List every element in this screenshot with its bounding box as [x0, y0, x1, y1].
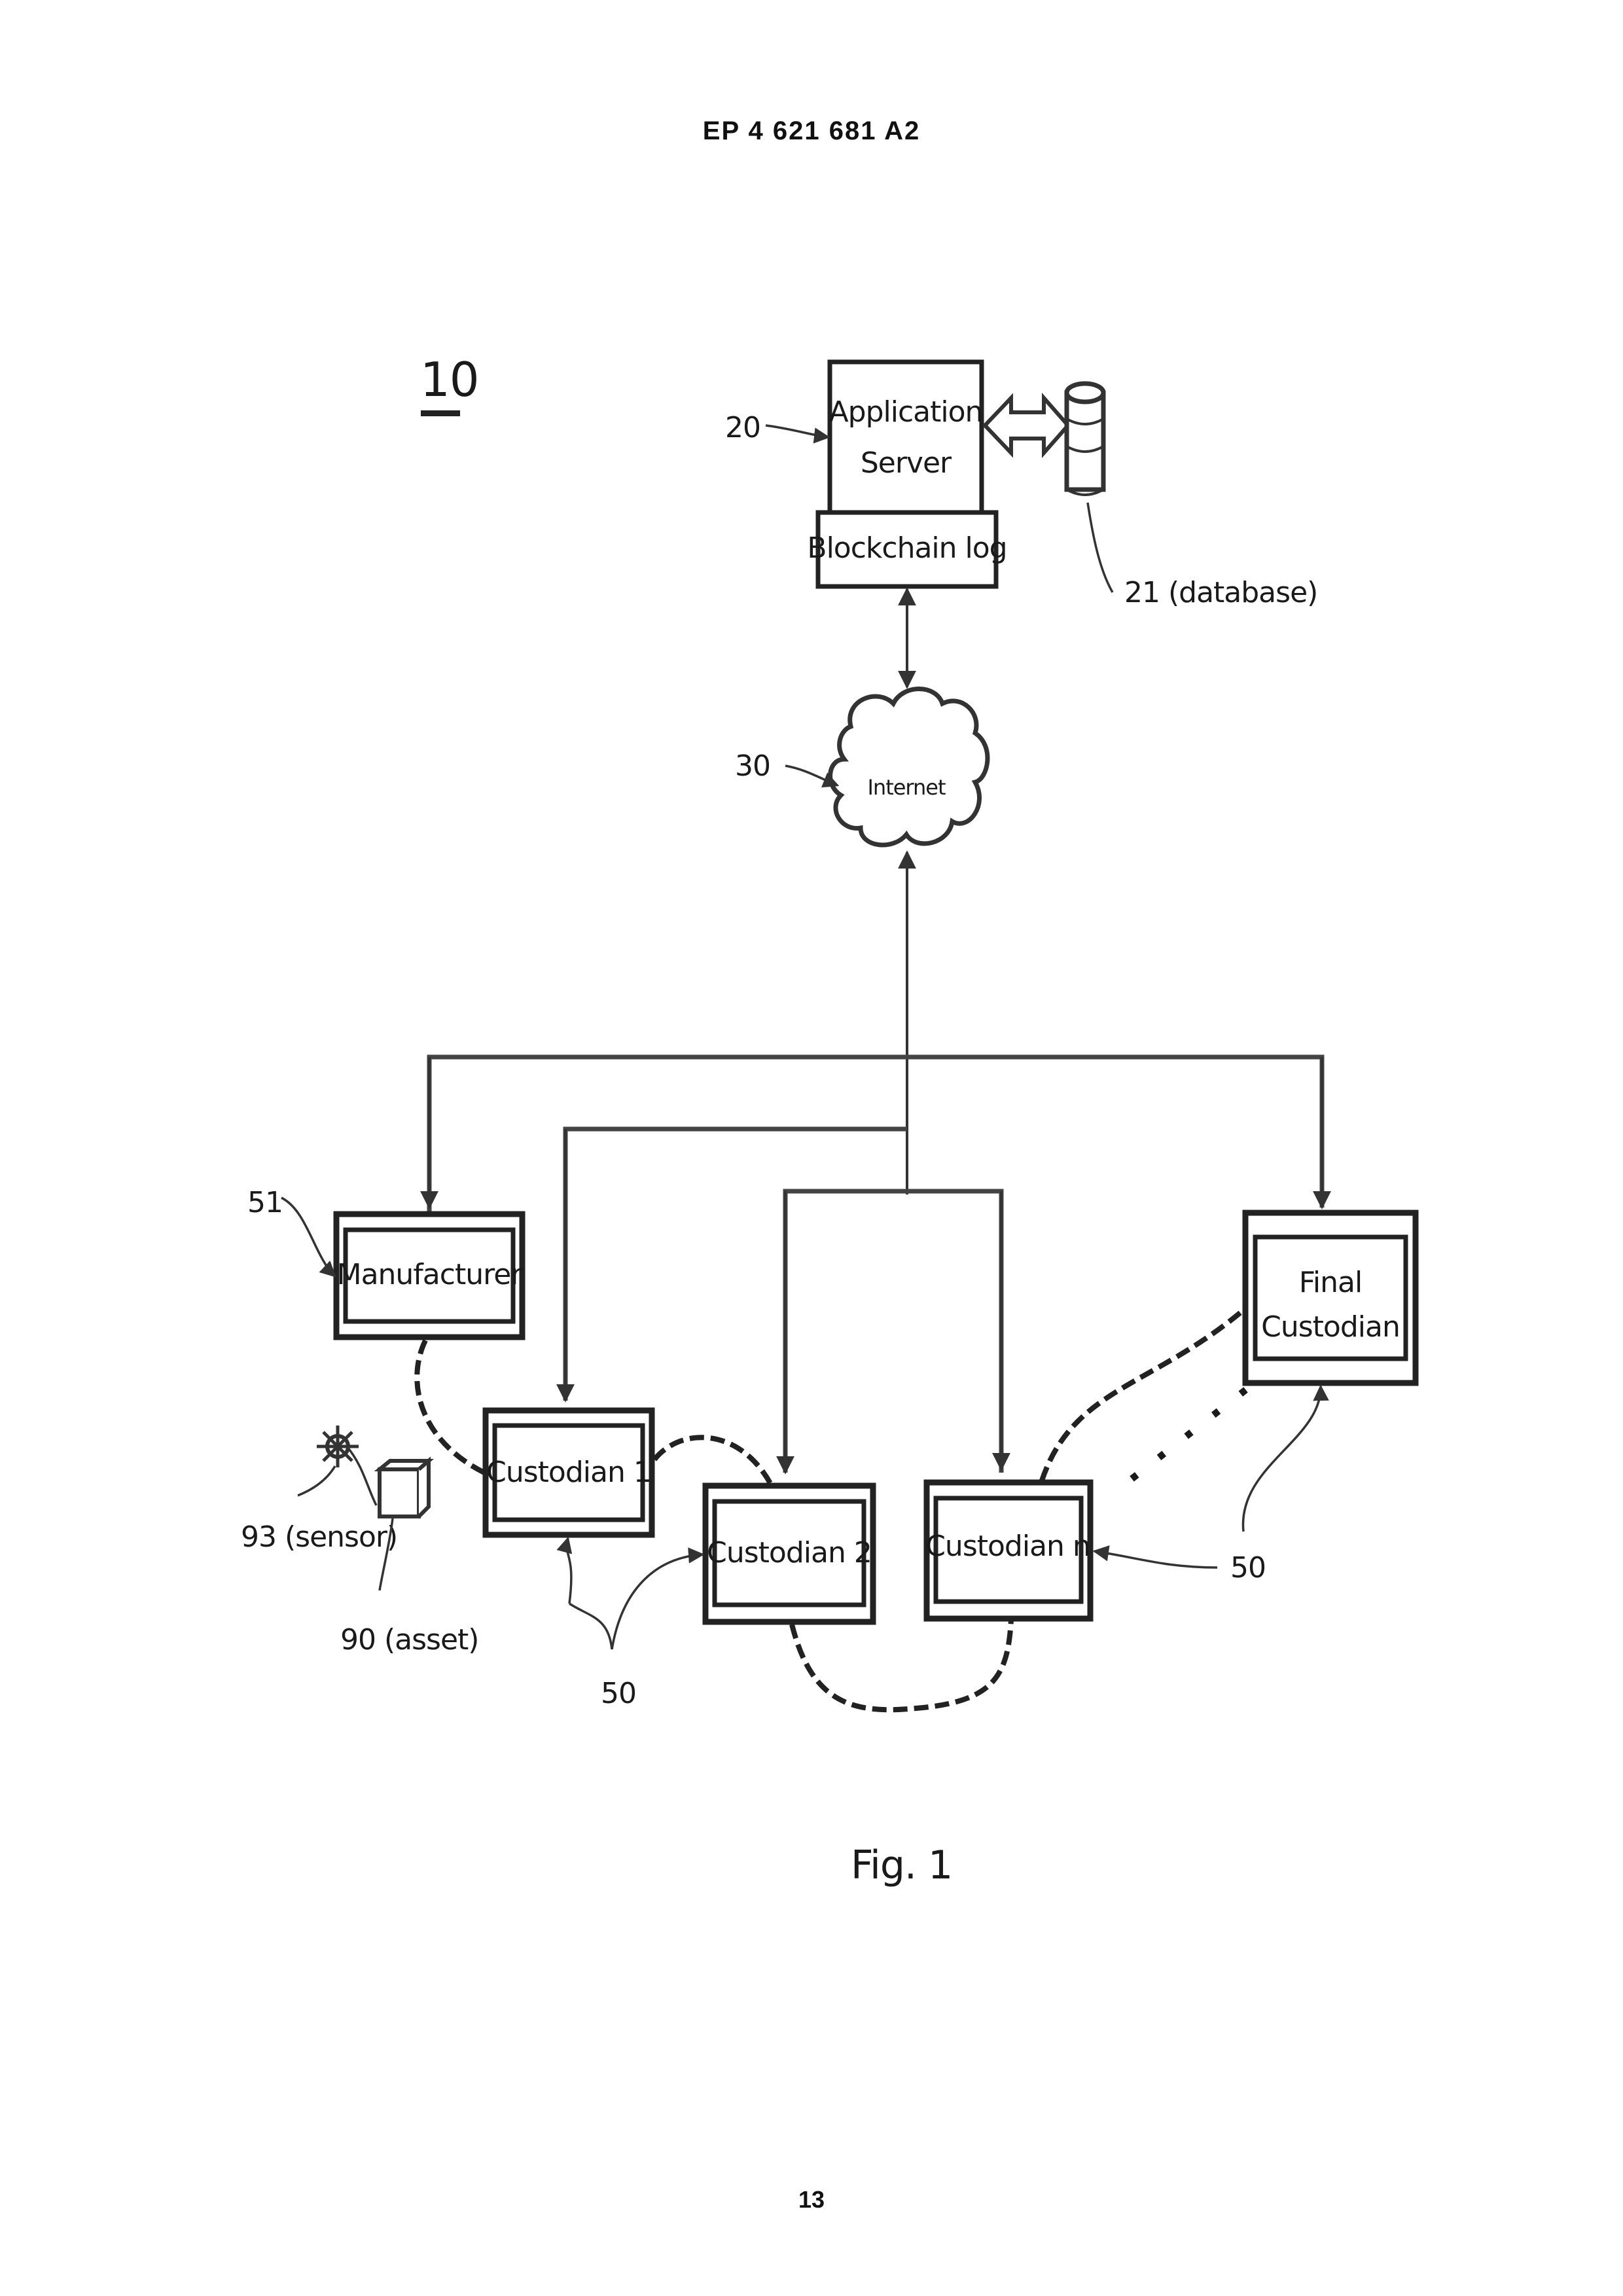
- application-server-label-1: Application: [829, 395, 983, 429]
- asset-cube-icon: [380, 1461, 429, 1516]
- final-custodian-node: Final Custodian: [1245, 1213, 1416, 1383]
- custodian-1-label: Custodian 1: [486, 1456, 651, 1489]
- sensor-asset-link: [347, 1446, 376, 1505]
- server-database-double-arrow-icon: [985, 398, 1068, 453]
- custodian-group-leader-2: [612, 1554, 703, 1649]
- custodian-group-leader-1: [567, 1538, 571, 1604]
- custodian-n-group-leader: [1094, 1551, 1217, 1568]
- system-reference: 10: [420, 352, 479, 416]
- custodian-n-node: Custodian n: [925, 1482, 1090, 1619]
- system-ref-number: 10: [420, 352, 479, 407]
- page-number: 13: [0, 2186, 1623, 2214]
- manufacturer-node: Manufacturer: [336, 1214, 523, 1337]
- lower-bus: [785, 1191, 1001, 1473]
- custodian-1-node: Custodian 1: [486, 1410, 652, 1535]
- application-server-label-2: Server: [861, 446, 952, 480]
- blockchain-log-node: Blockchain log: [807, 512, 1007, 586]
- asset-ref-label: 90 (asset): [340, 1623, 478, 1657]
- custodian-2-node: Custodian 2: [705, 1486, 873, 1622]
- application-server-box: [830, 362, 982, 512]
- sensor-icon: [317, 1426, 359, 1467]
- manufacturer-ref: 51: [247, 1186, 283, 1219]
- custody-link-custodian-2-custodian-n: [792, 1620, 1011, 1710]
- custodian-2-label: Custodian 2: [707, 1536, 872, 1570]
- custodian-group-leader-1b: [569, 1604, 612, 1649]
- application-server-ref: 20: [725, 411, 760, 444]
- database-icon: [1067, 384, 1103, 495]
- manufacturer-label: Manufacturer: [337, 1258, 524, 1291]
- blockchain-log-label: Blockchain log: [807, 531, 1007, 565]
- database-leader: [1088, 503, 1113, 592]
- final-custodian-label-2: Custodian: [1261, 1310, 1400, 1344]
- application-server-node: Application Server 20: [725, 362, 982, 512]
- custodian-group-ref-bottom: 50: [601, 1677, 636, 1710]
- internet-cloud-icon: [830, 689, 988, 846]
- internet-ref: 30: [735, 749, 770, 783]
- ellipsis-more-custodians: · · · · ·: [1116, 1369, 1266, 1498]
- custodian-n-label: Custodian n: [925, 1530, 1090, 1563]
- internet-label: Internet: [867, 775, 946, 800]
- figure-caption: Fig. 1: [851, 1842, 952, 1888]
- custodian-group-ref-right: 50: [1230, 1551, 1266, 1585]
- sensor-leader: [298, 1466, 335, 1496]
- custody-link-custodian-1-custodian-2: [654, 1437, 771, 1484]
- manufacturer-leader: [281, 1198, 335, 1276]
- system-ref-underline: [421, 410, 460, 416]
- custody-link-manufacturer-custodian-1: [417, 1340, 484, 1473]
- middle-bus: [565, 1129, 907, 1401]
- sensor-ref-label: 93 (sensor): [241, 1520, 397, 1554]
- database-ref-label: 21 (database): [1124, 576, 1317, 609]
- final-custodian-label-1: Final: [1299, 1266, 1362, 1299]
- application-server-leader: [766, 425, 829, 437]
